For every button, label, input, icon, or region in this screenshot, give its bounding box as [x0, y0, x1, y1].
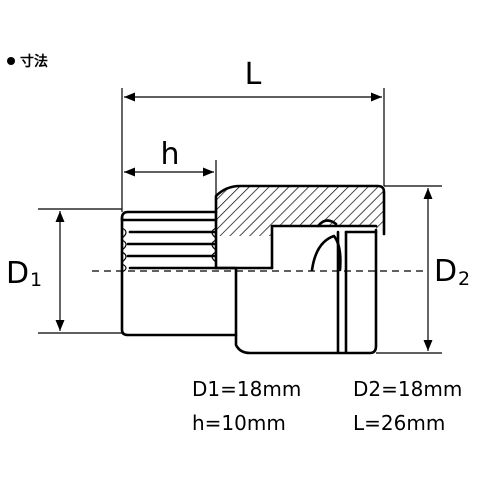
spec-L: L=26mm	[353, 411, 445, 435]
socket-section	[120, 184, 386, 355]
spec-d1: D1=18mm	[192, 377, 301, 401]
svg-text:D: D	[6, 256, 29, 291]
spec-d2: D2=18mm	[353, 377, 462, 401]
dimension-label-L: L	[245, 57, 262, 92]
bullet-icon	[7, 57, 15, 65]
hatch-area	[216, 186, 384, 236]
dimension-label-d1: D 1	[6, 256, 42, 291]
spec-block: D1=18mm D2=18mm h=10mm L=26mm	[192, 377, 462, 435]
dimension-label-h: h	[160, 137, 179, 172]
extension-lines	[38, 88, 442, 354]
dimension-label-d2: D 2	[434, 254, 470, 290]
svg-text:2: 2	[458, 268, 470, 290]
heading: 寸法	[20, 53, 48, 70]
detent-ball	[310, 234, 342, 272]
svg-text:D: D	[434, 254, 457, 289]
socket-grooves	[120, 218, 218, 273]
spec-h: h=10mm	[192, 411, 286, 435]
svg-text:1: 1	[30, 269, 42, 291]
